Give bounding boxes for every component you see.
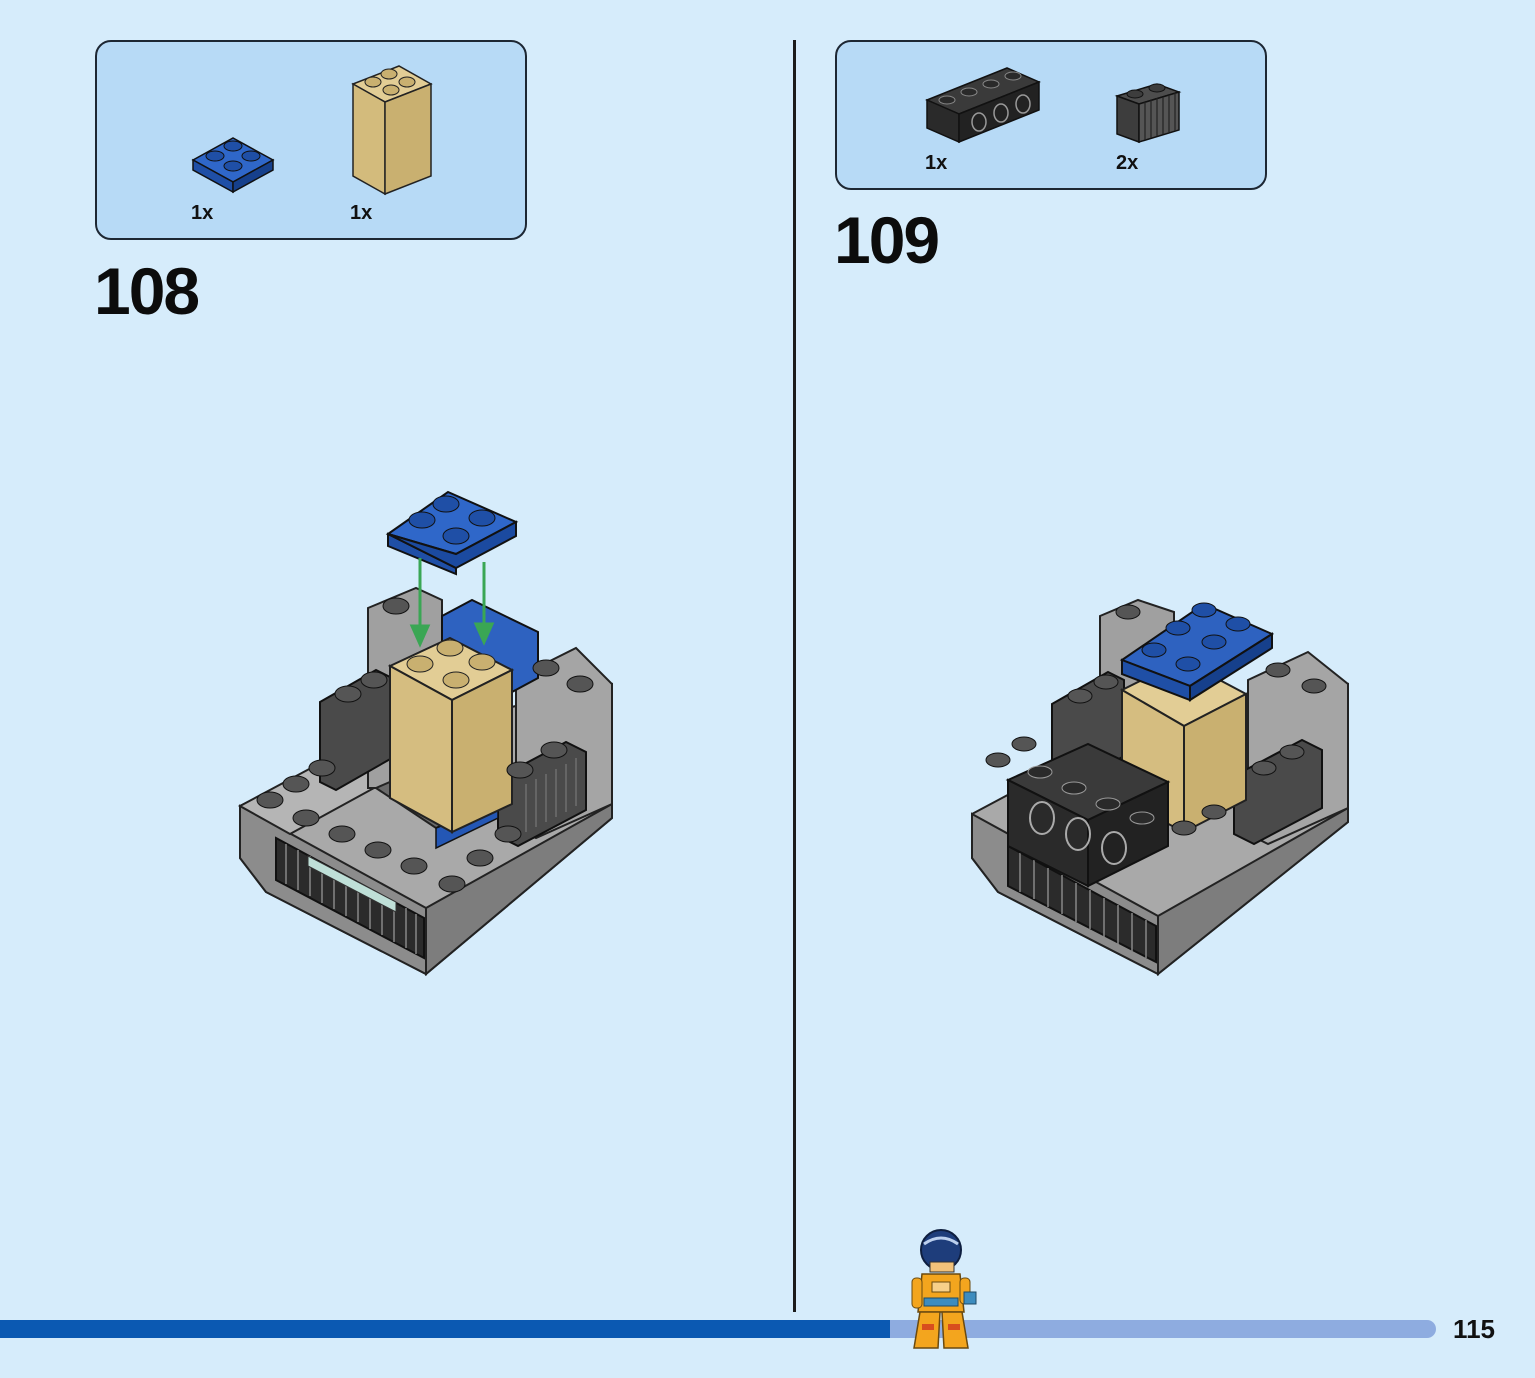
step-108-model-illustration <box>237 490 613 977</box>
step-109-parts-callout: 1x 2x <box>835 40 1267 190</box>
page-number: 115 <box>1453 1314 1495 1344</box>
astronaut-minifigure-icon <box>911 1229 977 1349</box>
part-qty: 1x <box>925 152 948 174</box>
blue-2x2-plate-icon <box>191 137 275 194</box>
progress-bar <box>0 1320 1436 1338</box>
step-109-model-illustration <box>971 598 1349 977</box>
tan-2x2-brick-icon <box>351 65 433 196</box>
part-qty: 1x <box>191 202 214 224</box>
part-qty: 2x <box>1116 152 1139 174</box>
page-divider <box>793 40 796 1312</box>
black-technic-brick-icon <box>925 67 1041 144</box>
grille-brick-icon <box>1114 83 1182 144</box>
step-number: 109 <box>834 203 940 277</box>
progress-bar-fill <box>0 1320 891 1338</box>
step-108-parts-callout: 1x 1x <box>95 40 527 240</box>
part-qty: 1x <box>350 202 373 224</box>
step-number: 108 <box>94 254 200 328</box>
